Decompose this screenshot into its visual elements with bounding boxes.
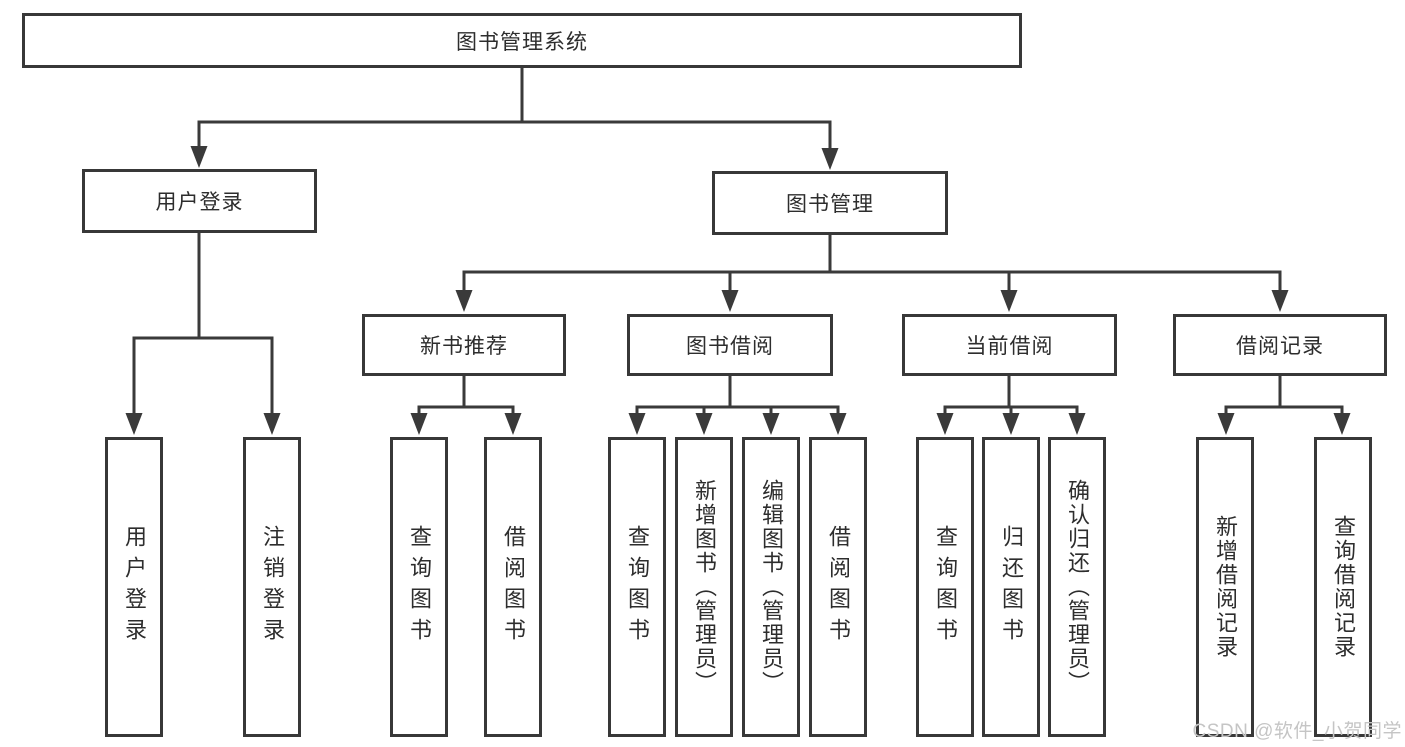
leaf-query-borrow-record: 查询借阅记录	[1314, 437, 1372, 737]
node-book-borrowing: 图书借阅	[627, 314, 833, 376]
leaf-add-borrow-record: 新增借阅记录	[1196, 437, 1254, 737]
node-new-book-recommend: 新书推荐	[362, 314, 566, 376]
leaf-edit-books-admin: 编辑图书（管理员）	[742, 437, 800, 737]
node-current-borrowing: 当前借阅	[902, 314, 1117, 376]
leaf-query-books-2: 查询图书	[608, 437, 666, 737]
arrowheads	[125, 146, 1351, 435]
leaf-borrow-books-2: 借阅图书	[809, 437, 867, 737]
node-book-management: 图书管理	[712, 171, 948, 235]
csdn-watermark: CSDN @软件_小贺同学	[1192, 721, 1402, 742]
leaf-query-books-3: 查询图书	[916, 437, 974, 737]
node-user-login: 用户登录	[82, 169, 317, 233]
leaf-return-books: 归还图书	[982, 437, 1040, 737]
leaf-confirm-return-admin: 确认归还（管理员）	[1048, 437, 1106, 737]
leaf-query-books-1: 查询图书	[390, 437, 448, 737]
leaf-add-books-admin: 新增图书（管理员）	[675, 437, 733, 737]
leaf-logout: 注销登录	[243, 437, 301, 737]
leaf-borrow-books-1: 借阅图书	[484, 437, 542, 737]
leaf-user-login: 用户登录	[105, 437, 163, 737]
node-root-title: 图书管理系统	[22, 13, 1022, 68]
node-borrowing-records: 借阅记录	[1173, 314, 1387, 376]
